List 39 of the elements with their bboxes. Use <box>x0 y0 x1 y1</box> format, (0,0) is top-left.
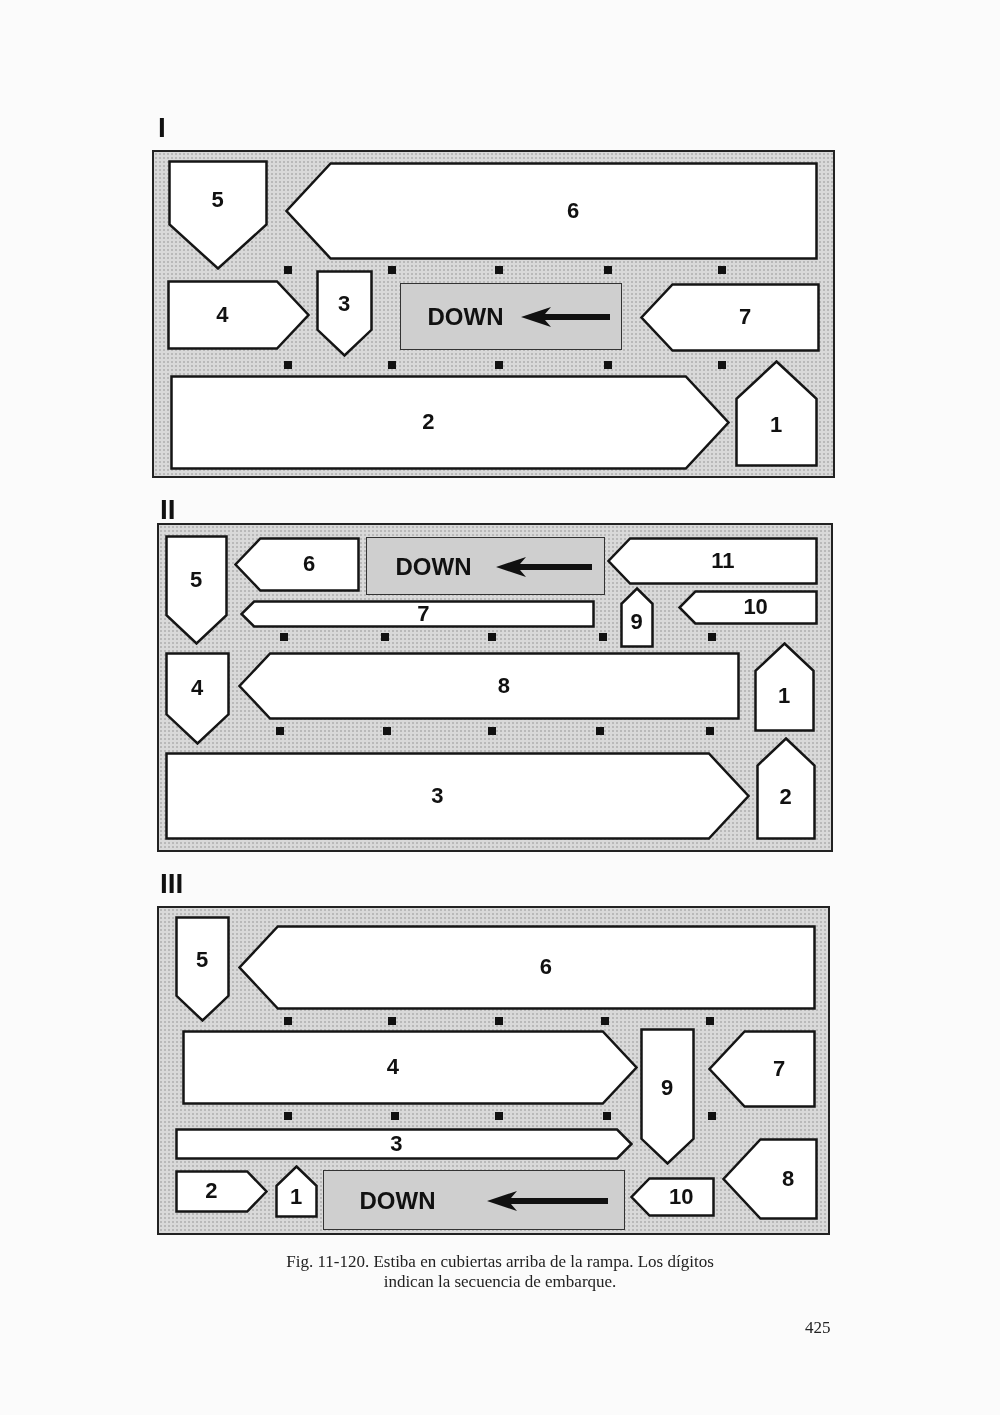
ramp-area <box>399 282 622 350</box>
vehicle-number: 7 <box>417 601 430 626</box>
ramp-label: DOWN <box>395 553 472 580</box>
vehicle-number: 9 <box>661 1075 674 1100</box>
vehicle-number: 3 <box>390 1131 403 1156</box>
ramp-area <box>365 536 605 595</box>
vehicle-number: 6 <box>302 552 316 576</box>
figure-caption: Fig. 11-120. Estiba en cubiertas arriba de la rampa. Los dígitos indican la secuencia de embarque. <box>285 1252 715 1292</box>
panel-heading: III <box>160 870 184 898</box>
vehicle-number: 4 <box>191 676 204 701</box>
vehicle-number: 1 <box>778 683 791 708</box>
vehicle-number: 2 <box>422 410 435 434</box>
vehicle-number: 3 <box>431 783 444 808</box>
vehicle-number: 5 <box>211 187 224 212</box>
vehicle-number: 2 <box>779 785 792 809</box>
vehicle-number: 11 <box>711 548 735 573</box>
page-number: 425 <box>805 1318 831 1338</box>
vehicle-number: 6 <box>567 198 580 223</box>
vehicle-number: 6 <box>539 955 552 979</box>
ramp-label: DOWN <box>427 304 504 330</box>
vehicle-number: 10 <box>669 1184 694 1209</box>
vehicle-number: 8 <box>497 673 511 698</box>
vehicle-number: 3 <box>338 292 351 317</box>
panel-heading: I <box>158 114 166 142</box>
vehicle-number: 7 <box>773 1056 786 1081</box>
ramp-label: DOWN <box>359 1187 436 1214</box>
ramp-area <box>322 1169 625 1230</box>
vehicle-number: 10 <box>743 595 768 619</box>
vehicle-number: 1 <box>770 413 783 438</box>
vehicle-number: 4 <box>386 1055 399 1079</box>
vehicle-number: 2 <box>205 1179 218 1203</box>
panel-heading: II <box>160 496 176 524</box>
vehicle-number: 5 <box>190 568 203 593</box>
vehicle-number: 4 <box>216 302 229 327</box>
vehicle-number: 9 <box>630 610 643 635</box>
vehicle-number: 1 <box>290 1185 303 1210</box>
vehicle-number: 5 <box>196 948 209 973</box>
vehicle-number: 8 <box>781 1166 795 1191</box>
vehicle-number: 7 <box>739 305 752 329</box>
